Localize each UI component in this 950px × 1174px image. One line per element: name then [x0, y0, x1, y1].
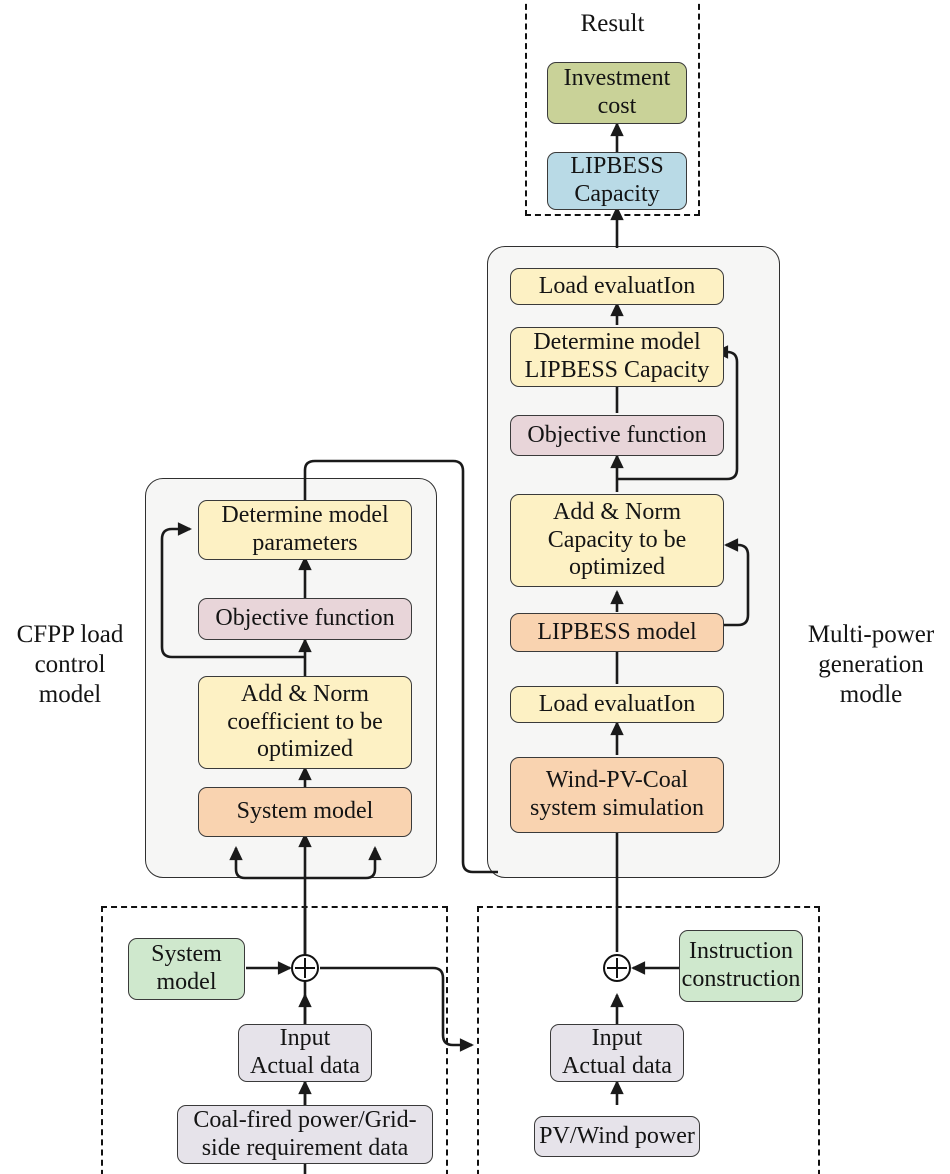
- load-evaluation-top-label: Load evaluatIon: [538, 272, 696, 299]
- plus-node-right: [603, 954, 631, 982]
- system-model-left-label: System model: [236, 798, 374, 825]
- lipbess-model-label: LIPBESS model: [537, 618, 697, 645]
- load-evaluation-top-box[interactable]: Load evaluatIon: [510, 268, 724, 305]
- plus-node-left: [291, 954, 319, 982]
- coal-fired-grid-data-box[interactable]: Coal-fired power/Grid-side requirement d…: [177, 1105, 433, 1164]
- objective-function-left-label: Objective function: [215, 605, 395, 632]
- result-region-title: Result: [580, 10, 645, 37]
- objective-function-left-box[interactable]: Objective function: [198, 598, 412, 640]
- pv-wind-power-label: PV/Wind power: [539, 1122, 695, 1149]
- load-evaluation-bottom-box[interactable]: Load evaluatIon: [510, 686, 724, 723]
- pv-wind-power-box[interactable]: PV/Wind power: [534, 1116, 700, 1157]
- objective-function-right-box[interactable]: Objective function: [510, 415, 724, 456]
- lipbess-model-box[interactable]: LIPBESS model: [510, 613, 724, 652]
- load-evaluation-bottom-label: Load evaluatIon: [538, 690, 696, 717]
- system-model-left-box[interactable]: System model: [198, 787, 412, 837]
- coal-fired-grid-data-label: Coal-fired power/Grid-side requirement d…: [193, 1106, 417, 1161]
- bottom-right-region-dashed-border: [477, 906, 820, 1174]
- objective-function-right-label: Objective function: [527, 421, 707, 448]
